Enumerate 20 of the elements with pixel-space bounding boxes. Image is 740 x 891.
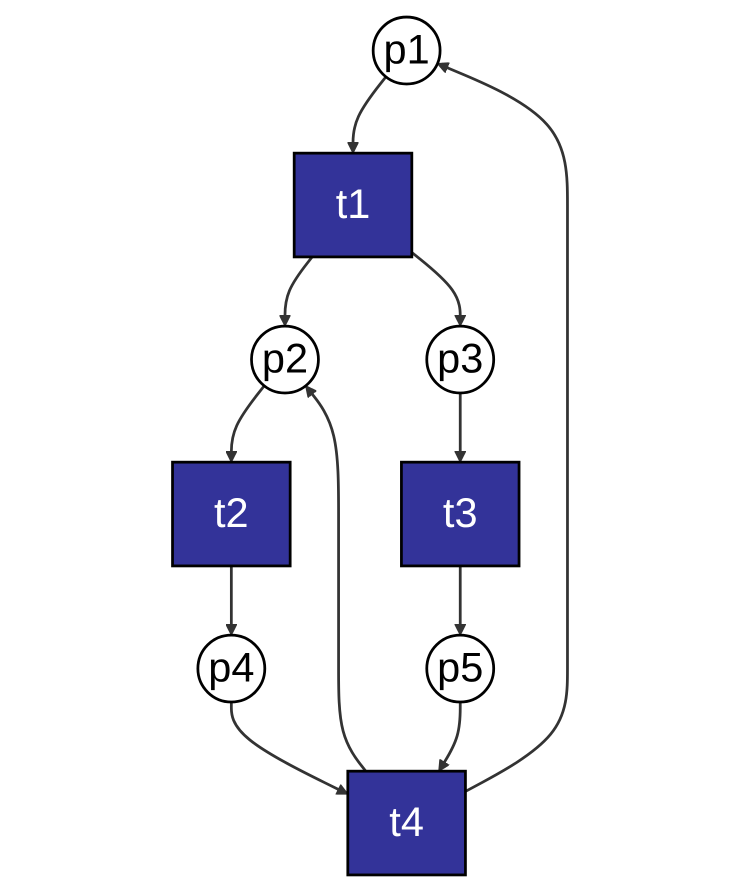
arrow [225,565,238,636]
node-circle: p5 [425,633,496,703]
arrow [278,256,314,326]
node-circle: p4 [196,633,266,703]
node-circle: p2 [250,324,320,394]
arrow [410,250,466,326]
arrow [225,384,266,462]
arrow [230,702,348,794]
node-box: t2 [171,460,292,567]
node-box: t4 [346,769,467,876]
arrow [438,702,462,772]
arrow [346,75,387,154]
arrow [454,565,466,636]
node-box: t1 [292,151,414,258]
arrow [436,62,569,792]
arrow [305,384,367,772]
node-circle: p1 [372,15,442,85]
node-circle: p3 [425,324,496,394]
arrow [454,392,466,462]
node-box: t3 [400,460,520,567]
